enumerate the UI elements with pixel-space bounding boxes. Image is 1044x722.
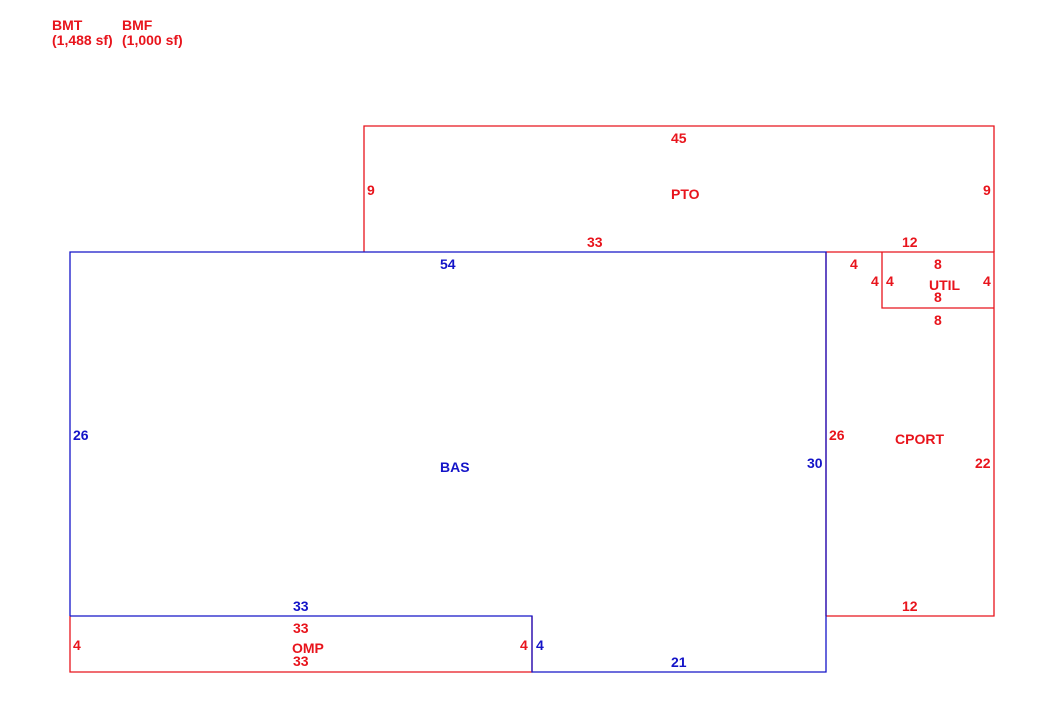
dim-omp-top: 33 (293, 620, 309, 636)
dim-util-left-outer: 4 (871, 273, 879, 289)
util-label: UTIL (929, 277, 961, 293)
dim-bas-bottom: 21 (671, 654, 687, 670)
legend-bmt-code: BMT (52, 17, 83, 33)
cport-label: CPORT (895, 431, 944, 447)
dim-bas-left: 26 (73, 427, 89, 443)
dim-pto-right: 9 (983, 182, 991, 198)
dim-util-left-inner: 4 (886, 273, 894, 289)
dim-cport-bottom: 12 (902, 598, 918, 614)
legend-bmf-area: (1,000 sf) (122, 32, 183, 48)
cport-outline (826, 251, 995, 617)
legend-bmf: BMF (1,000 sf) (122, 18, 183, 48)
util-outline (881, 252, 994, 309)
dim-util-inner-bottom: 8 (934, 289, 942, 305)
dim-util-right: 4 (983, 273, 991, 289)
dim-util-top: 8 (934, 256, 942, 272)
dim-omp-right: 4 (520, 637, 528, 653)
dim-pto-top: 45 (671, 130, 687, 146)
bas-outline (69, 251, 827, 673)
dim-pto-bottom: 33 (587, 234, 603, 250)
legend-bmf-code: BMF (122, 17, 153, 33)
bas-label: BAS (440, 459, 470, 475)
dim-util-bottom: 8 (934, 312, 942, 328)
pto-outline (363, 125, 995, 252)
dim-pto-bottom-right: 12 (902, 234, 918, 250)
dim-pto-left: 9 (367, 182, 375, 198)
dim-omp-left: 4 (73, 637, 81, 653)
pto-label: PTO (671, 186, 700, 202)
dim-bas-step: 33 (293, 598, 309, 614)
dim-cport-right: 22 (975, 455, 991, 471)
dim-bas-notch: 4 (536, 637, 544, 653)
dim-bas-top: 54 (440, 256, 456, 272)
dim-cport-left: 26 (829, 427, 845, 443)
legend-bmt: BMT (1,488 sf) (52, 18, 113, 48)
omp-label: OMP (292, 640, 324, 656)
dim-cport-top: 4 (850, 256, 858, 272)
dim-bas-right: 30 (807, 455, 823, 471)
dim-omp-bottom: 33 (293, 653, 309, 669)
legend-bmt-area: (1,488 sf) (52, 32, 113, 48)
